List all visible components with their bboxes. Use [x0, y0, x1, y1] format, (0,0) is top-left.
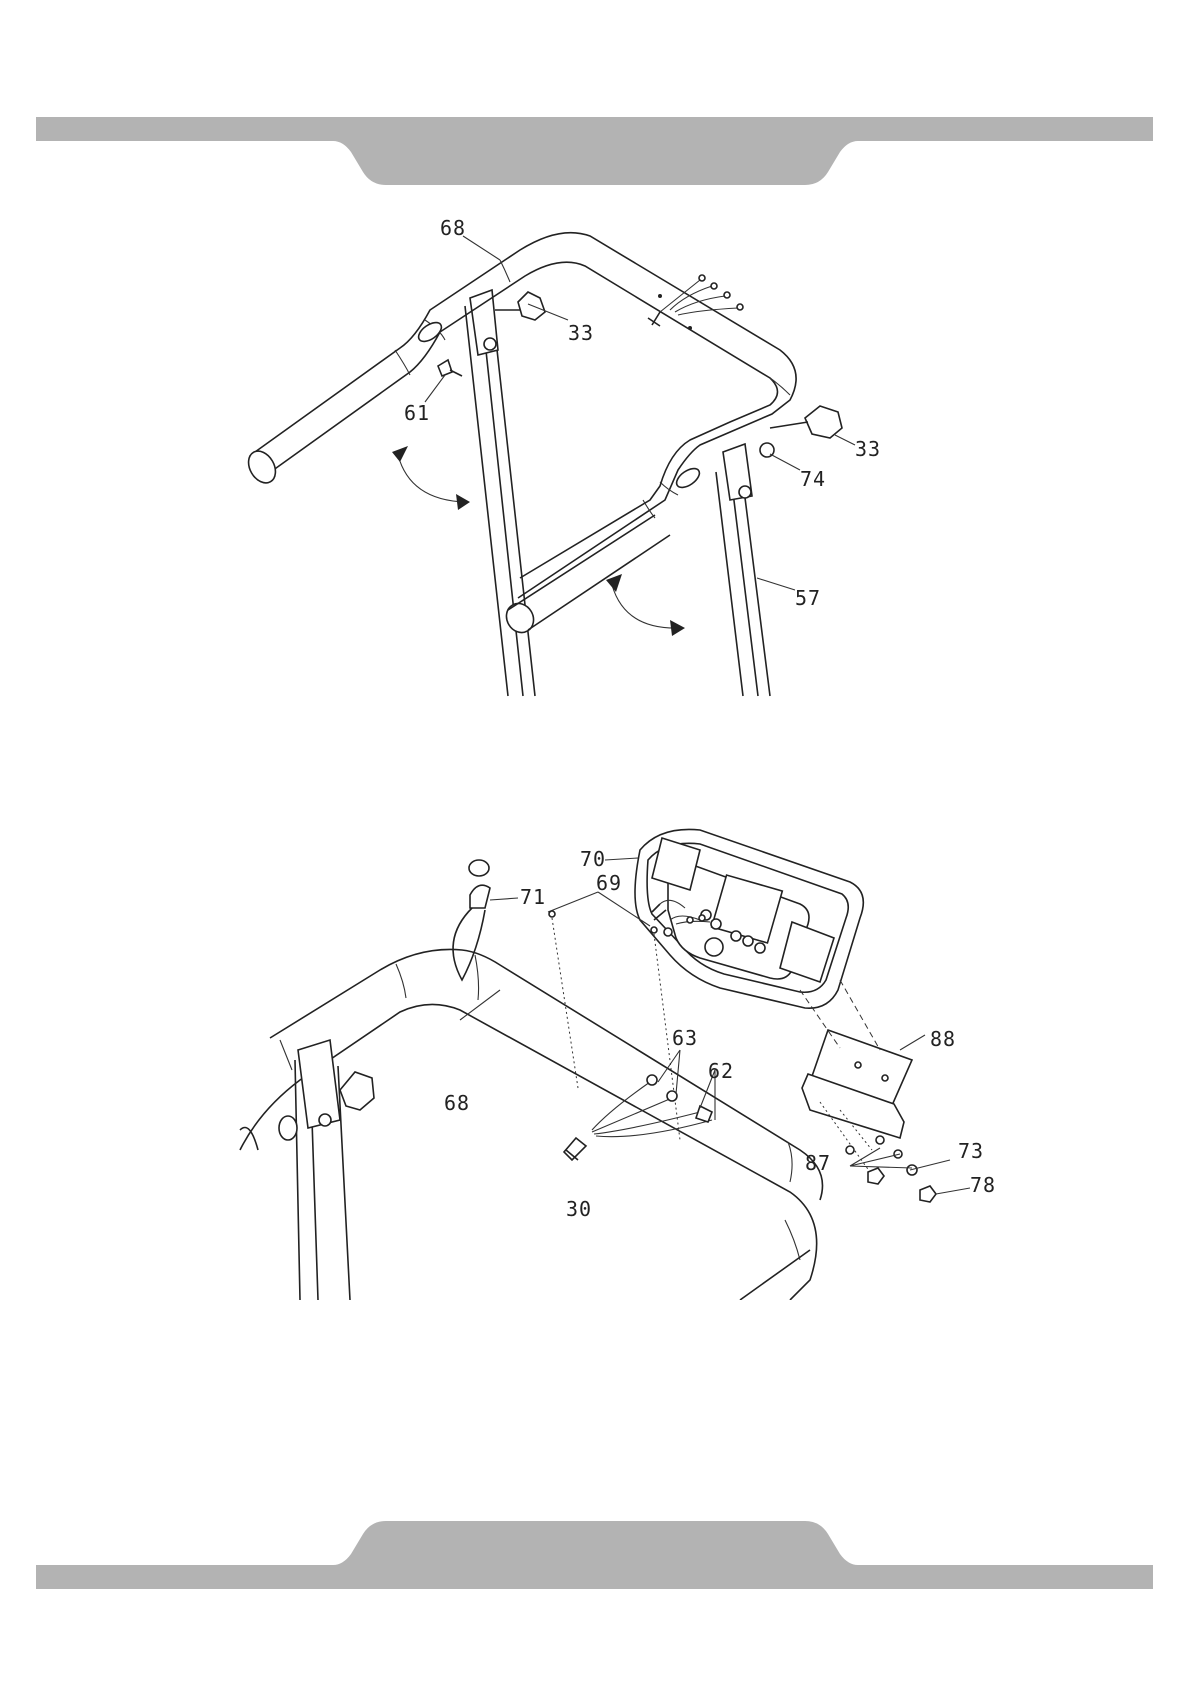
figure-handlebar-assembly: 68 33 61 33 74 57: [0, 200, 1192, 720]
callout-61: 61: [404, 401, 430, 425]
callout-70: 70: [580, 847, 606, 871]
handlebar-frame: [243, 233, 796, 638]
console-dial: [705, 938, 723, 956]
callout-87: 87: [805, 1151, 831, 1175]
wire-harness: [648, 275, 743, 330]
callout-78: 78: [970, 1173, 996, 1197]
footer-band: [0, 1500, 1192, 1600]
callout-73: 73: [958, 1139, 984, 1163]
callout-57: 57: [795, 586, 821, 610]
rotation-arrow-right: [606, 574, 685, 636]
right-grip-end-cap: [501, 599, 539, 638]
wire-bundle-62-63-30: [564, 1050, 715, 1160]
fasteners-73-78-87: [846, 1136, 970, 1202]
figure-console-assembly: 71 70 69 88: [0, 820, 1192, 1300]
left-grip-pulse-sensor: [415, 319, 444, 345]
callout-33-right: 33: [855, 437, 881, 461]
bolt-61: [438, 360, 462, 376]
callout-62: 62: [708, 1059, 734, 1083]
callout-33-left: 33: [568, 321, 594, 345]
callout-68-view2: 68: [444, 1091, 470, 1115]
left-upright: [465, 290, 535, 696]
handlebar-frame-view2: [240, 949, 823, 1300]
console-70: [605, 829, 863, 1008]
callout-68: 68: [440, 216, 466, 240]
knob-33-left: [495, 292, 545, 320]
left-grip-end-cap: [243, 446, 281, 487]
rotation-arrow-left: [392, 446, 470, 510]
right-grip-pulse-sensor: [673, 465, 702, 491]
callout-71: 71: [520, 885, 546, 909]
callout-88: 88: [930, 1027, 956, 1051]
right-upright: [716, 444, 770, 696]
safety-key-71: [453, 860, 518, 980]
callout-74: 74: [800, 467, 826, 491]
bracket-88: [800, 980, 925, 1172]
header-band: [0, 0, 1192, 200]
callout-30: 30: [566, 1197, 592, 1221]
callout-63: 63: [672, 1026, 698, 1050]
callout-69: 69: [596, 871, 622, 895]
